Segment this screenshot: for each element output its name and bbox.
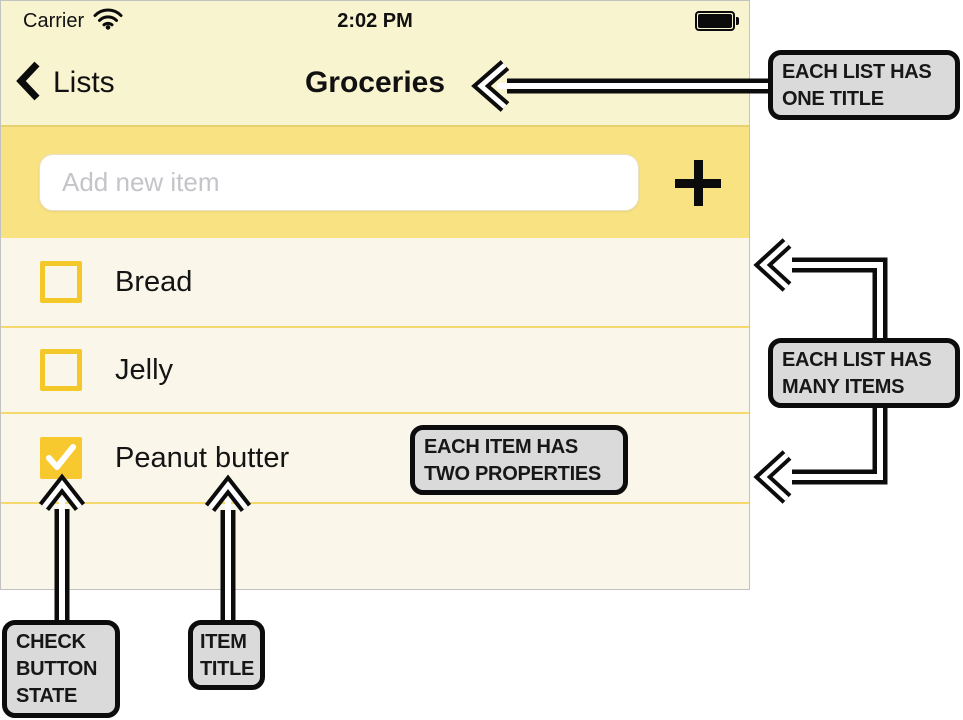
item-title-label: Bread <box>115 265 193 298</box>
back-button[interactable]: Lists <box>15 41 115 125</box>
add-item-bar <box>1 127 749 238</box>
clock-label: 2:02 PM <box>337 10 413 32</box>
list-item-peanut-butter[interactable]: Peanut butter <box>1 414 749 504</box>
annotation-list-title: EACH LIST HAS ONE TITLE <box>768 50 960 120</box>
battery-full-icon <box>695 11 739 31</box>
item-title-label: Jelly <box>115 353 174 386</box>
navigation-bar: Lists Groceries <box>1 41 749 127</box>
annotation-item-properties: EACH ITEM HAS TWO PROPERTIES <box>410 425 628 495</box>
page-title: Groceries <box>304 66 446 99</box>
annotation-item-title: ITEM TITLE <box>188 620 265 690</box>
list-empty-area <box>1 504 749 589</box>
check-icon <box>46 444 76 470</box>
annotation-check-state: CHECK BUTTON STATE <box>2 620 120 718</box>
item-title-label: Peanut butter <box>115 441 290 474</box>
checkbox-checked[interactable] <box>40 437 82 479</box>
arrow-to-last-item <box>753 393 888 504</box>
phone-screenshot: Carrier 2:02 PM <box>0 0 750 590</box>
back-chevron-icon <box>15 60 41 107</box>
add-item-button[interactable] <box>673 160 723 206</box>
back-button-label: Lists <box>53 66 115 99</box>
carrier-label: Carrier <box>23 9 85 32</box>
list-item-bread[interactable]: Bread <box>1 238 749 328</box>
new-item-input[interactable] <box>39 154 639 211</box>
item-list: Bread Jelly Peanut butter <box>1 238 749 589</box>
checkbox-unchecked[interactable] <box>40 349 82 391</box>
plus-icon <box>694 160 703 206</box>
arrow-to-first-item <box>753 238 888 352</box>
checkbox-unchecked[interactable] <box>40 261 82 303</box>
annotation-list-items: EACH LIST HAS MANY ITEMS <box>768 338 960 408</box>
list-item-jelly[interactable]: Jelly <box>1 328 749 414</box>
status-bar: Carrier 2:02 PM <box>1 1 749 41</box>
wifi-icon <box>93 7 123 35</box>
